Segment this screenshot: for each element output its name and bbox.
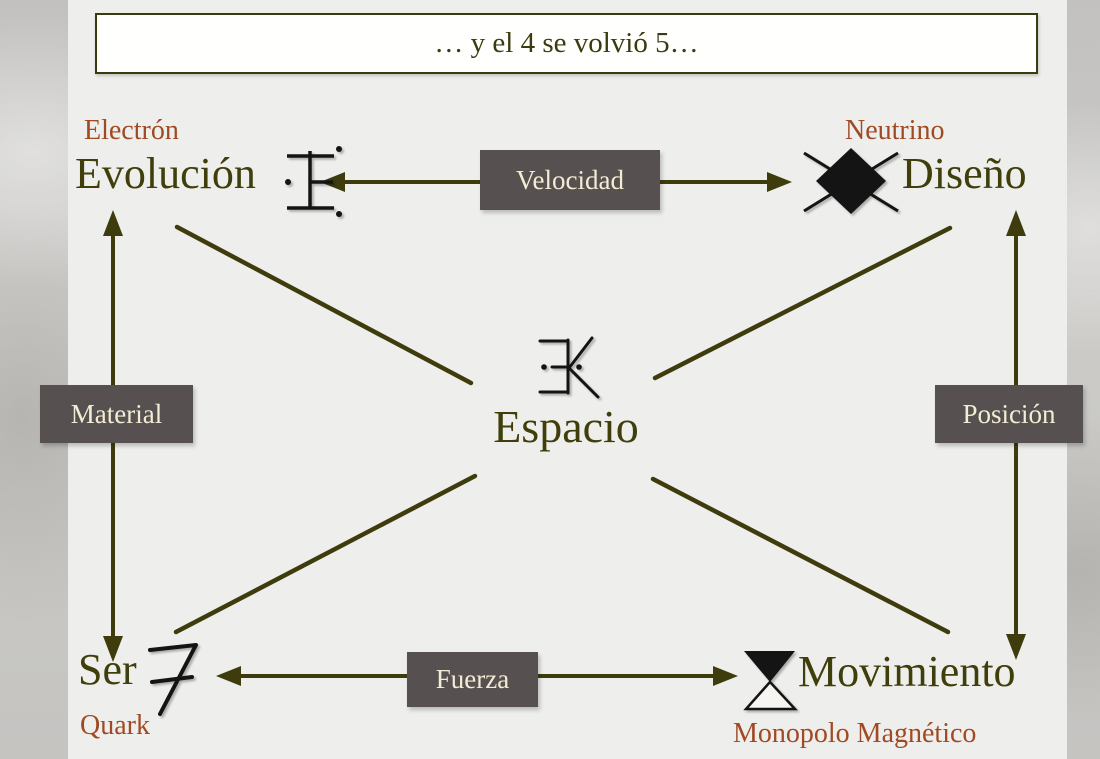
edge-label-posicion: Posición [935,385,1083,443]
edge-label-velocidad: Velocidad [480,150,660,210]
edge-label-fuerza-text: Fuerza [435,664,510,694]
edge-label-posicion-text: Posición [962,398,1056,429]
concept-movimiento: Movimiento [798,647,1016,696]
concept-diseno: Diseño [902,149,1027,198]
title-box: … y el 4 se volvió 5… [95,13,1038,74]
edge-label-material: Material [40,385,193,443]
particle-label-quark: Quark [80,710,150,741]
concept-evolucion: Evolución [75,149,256,198]
concept-ser: Ser [78,645,137,694]
edge-label-material-text: Material [70,398,163,429]
edge-label-velocidad-text: Velocidad [516,164,624,195]
particle-label-neutrino: Neutrino [845,115,945,146]
edge-label-fuerza: Fuerza [407,652,538,707]
slide-title: … y el 4 se volvió 5… [434,27,699,59]
particle-label-electron: Electrón [84,115,179,146]
slide-background [68,0,1067,759]
concept-espacio: Espacio [493,401,639,452]
particle-label-magnetic-monopole: Monopolo Magnético [733,718,977,749]
